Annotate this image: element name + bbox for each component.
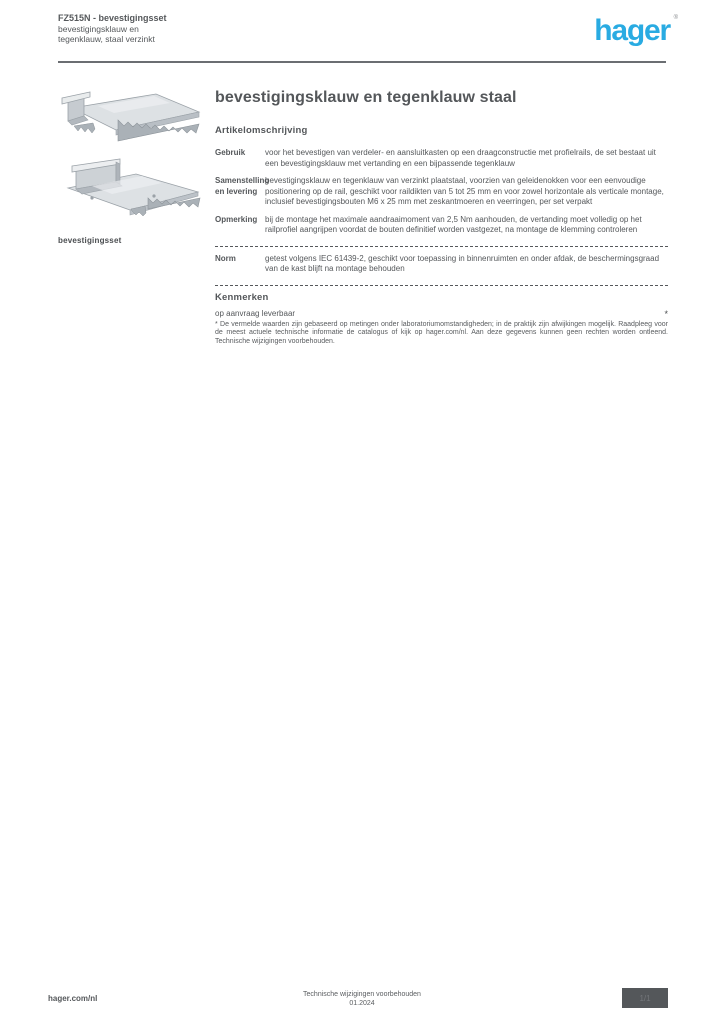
hager-logo-text: hager <box>594 14 671 47</box>
claw-photo-1 <box>61 91 201 142</box>
dashed-divider <box>215 245 668 247</box>
spec-value: bij de montage het maximale aandraaimome… <box>265 214 642 235</box>
availability-text: op aanvraag leverbaar <box>215 308 296 318</box>
spec-value: getest volgens IEC 61439-2, geschikt voo… <box>265 253 660 274</box>
spec-row-norm: Norm getest volgens IEC 61439-2, geschik… <box>215 254 668 275</box>
spec-label: Norm <box>215 253 236 263</box>
spec-label: Gebruik <box>215 148 246 157</box>
section-heading-description: Artikelomschrijving <box>215 125 308 136</box>
spec-row-samenstelling: Samenstelling en levering bevestigingskl… <box>215 176 668 208</box>
product-image-caption: bevestigingsset <box>58 236 122 245</box>
footnote-asterisk: * <box>664 308 668 319</box>
page-title: bevestigingsklauw en tegenklauw staal <box>215 89 517 106</box>
product-image-claw-top <box>58 86 203 157</box>
header-reference-block: FZ515N - bevestigingsset bevestigingskla… <box>58 13 258 45</box>
footer-page-badge: 1/1 <box>622 988 668 1008</box>
spec-rows: Gebruik voor het bevestigen van verdeler… <box>215 148 668 286</box>
header-description-line2: tegenklauw, staal verzinkt <box>58 34 155 44</box>
footer-site-link[interactable]: hager.com/nl <box>48 994 98 1003</box>
hager-logo: hager ® <box>594 14 678 47</box>
footer-disclaimer: Technische wijzigingen voorbehouden <box>303 991 421 998</box>
availability-row: op aanvraag leverbaar * <box>215 309 668 319</box>
spec-row-opmerking: Opmerking bij de montage het maximale aa… <box>215 215 668 236</box>
registered-trademark-icon: ® <box>673 15 678 21</box>
dashed-divider <box>215 284 668 286</box>
header-reference-line: FZ515N - bevestigingsset <box>58 13 167 23</box>
main-content: bevestigingsklauw en tegenklauw staal Ar… <box>215 88 668 346</box>
header-divider <box>58 61 666 63</box>
spec-value: bevestigingsklauw en tegenklauw van verz… <box>265 176 664 206</box>
section-heading-kenmerken: Kenmerken <box>215 291 269 303</box>
spec-row-gebruik: Gebruik voor het bevestigen van verdeler… <box>215 148 668 169</box>
header-description-line: bevestigingsklauw en <box>58 23 139 34</box>
spec-label: Opmerking <box>215 214 258 224</box>
footer-date: 01.2024 <box>349 1000 375 1007</box>
product-image-claw-side <box>58 158 203 225</box>
spec-value: voor het bevestigen van verdeler- en aan… <box>265 148 656 168</box>
footer-center-block: Technische wijzigingen voorbehouden 01.2… <box>262 990 462 1008</box>
footnote-paragraph: * De vermelde waarden zijn gebaseerd op … <box>215 320 668 345</box>
claw-photo-2 <box>66 158 201 217</box>
spec-label: Samenstelling en levering <box>215 176 270 196</box>
